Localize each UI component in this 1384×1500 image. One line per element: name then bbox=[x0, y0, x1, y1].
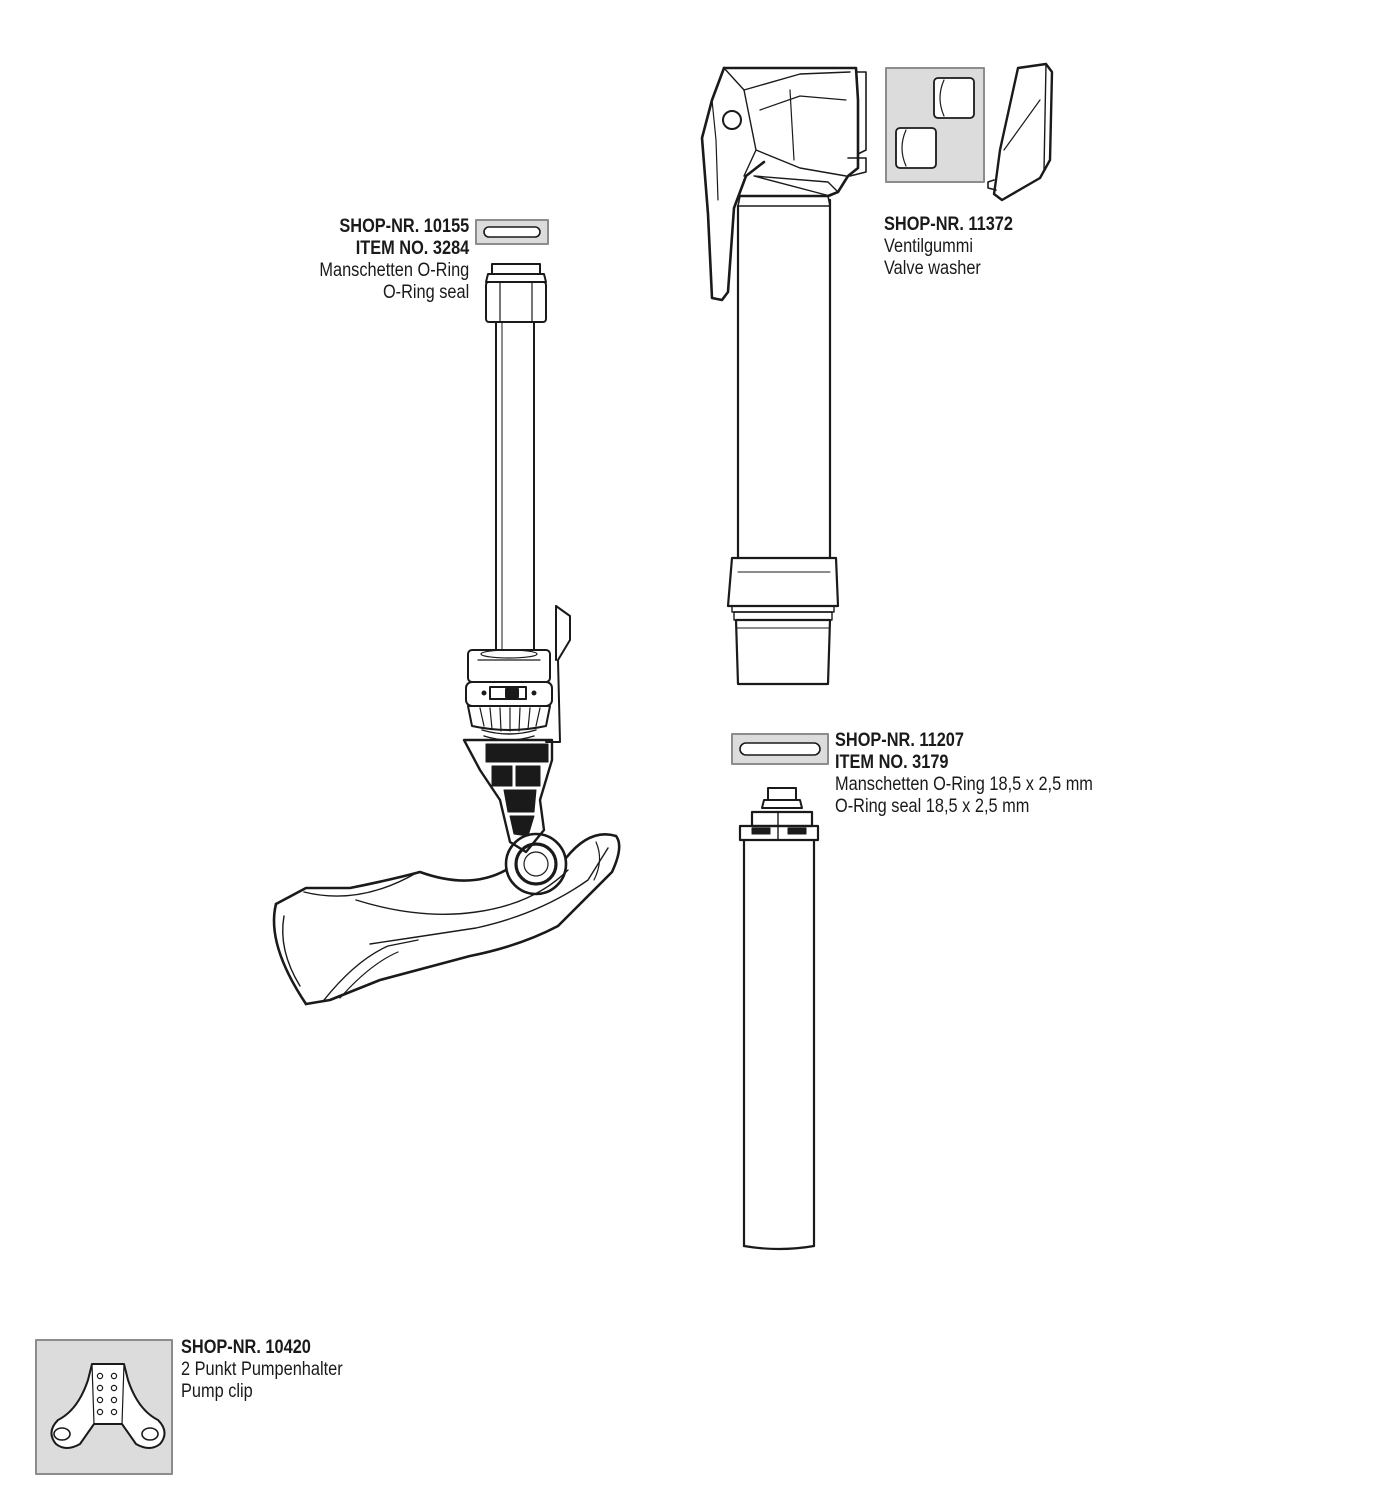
handle-assembly-drawing bbox=[272, 263, 621, 1006]
item-number: ITEM NO. 3179 bbox=[835, 752, 949, 773]
part-name-german: Manschetten O-Ring bbox=[319, 260, 469, 281]
oring-seal-swatch bbox=[475, 219, 549, 245]
part-name-english: Pump clip bbox=[181, 1381, 253, 1402]
part-name-english: Valve washer bbox=[884, 258, 981, 279]
part-label-oring-seal-18: SHOP-NR. 11207 ITEM NO. 3179 Manschetten… bbox=[835, 730, 1093, 818]
part-name-german: 2 Punkt Pumpenhalter bbox=[181, 1359, 343, 1380]
valve-washer-swatch bbox=[885, 67, 985, 183]
part-label-valve-washer: SHOP-NR. 11372 Ventilgummi Valve washer bbox=[884, 214, 1013, 280]
shop-number: SHOP-NR. 11207 bbox=[835, 730, 964, 751]
item-number: ITEM NO. 3284 bbox=[355, 238, 469, 259]
shop-number: SHOP-NR. 10420 bbox=[181, 1337, 311, 1358]
part-name-german: Ventilgummi bbox=[884, 236, 974, 257]
part-name-german: Manschetten O-Ring 18,5 x 2,5 mm bbox=[835, 774, 1093, 795]
pump-clip-swatch bbox=[35, 1339, 173, 1475]
shop-number: SHOP-NR. 10155 bbox=[339, 216, 469, 237]
valve-cap-drawing bbox=[987, 62, 1054, 202]
inner-tube-drawing bbox=[738, 787, 820, 1251]
oring-seal-18-swatch bbox=[731, 733, 829, 765]
part-label-pump-clip: SHOP-NR. 10420 2 Punkt Pumpenhalter Pump… bbox=[181, 1337, 343, 1403]
part-label-oring-seal: SHOP-NR. 10155 ITEM NO. 3284 Manschetten… bbox=[319, 216, 469, 304]
shop-number: SHOP-NR. 11372 bbox=[884, 214, 1013, 235]
part-name-english: O-Ring seal bbox=[382, 282, 469, 303]
pump-head-barrel-drawing bbox=[700, 66, 867, 686]
part-name-english: O-Ring seal 18,5 x 2,5 mm bbox=[835, 796, 1030, 817]
